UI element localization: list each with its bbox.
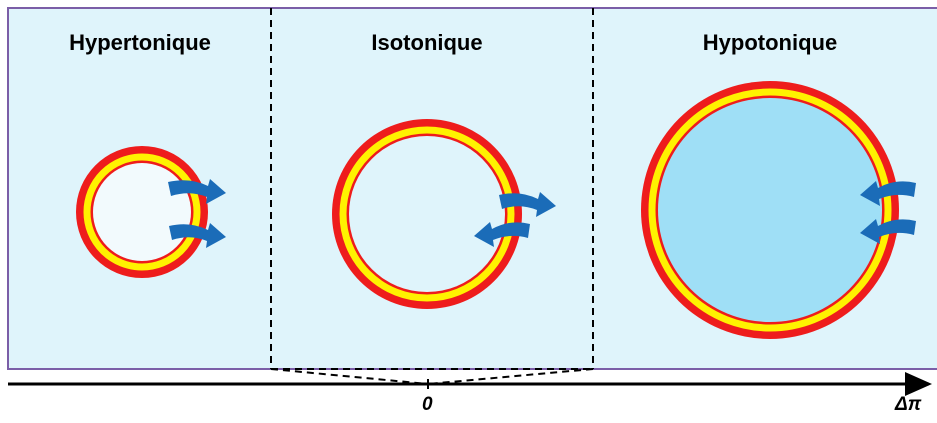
- water-efflux-arrow-icon: [168, 179, 226, 204]
- axis-zero-label: 0: [422, 394, 433, 415]
- water-efflux-arrow-icon: [169, 223, 226, 248]
- isotonic-title: Isotonique: [371, 30, 483, 55]
- hypertonic-cell: [76, 146, 208, 278]
- axis-delta-pi-label: Δπ: [895, 394, 922, 415]
- delta-pi-axis: [8, 372, 932, 396]
- hypertonic-title: Hypertonique: [69, 30, 211, 55]
- water-influx-arrow-icon: [860, 219, 916, 244]
- hypotonic-title: Hypotonique: [702, 30, 838, 55]
- water-influx-arrow-icon: [860, 181, 916, 206]
- isotonic-cell: [332, 119, 522, 309]
- isotonic-region-outline: [270, 8, 594, 385]
- water-efflux-arrow-icon: [499, 192, 556, 217]
- hypotonic-cell: [641, 81, 899, 339]
- water-influx-arrow-icon: [474, 222, 530, 247]
